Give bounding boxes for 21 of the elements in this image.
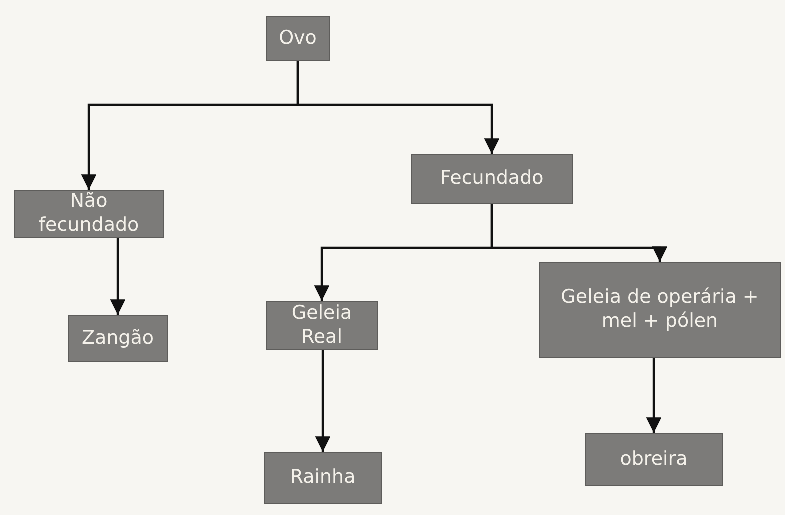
arrow <box>296 61 500 154</box>
process-box <box>411 154 573 204</box>
box-label: Geleia de operária + mel + pólen <box>560 286 760 334</box>
process-box <box>539 262 781 358</box>
box-label: Não fecundado <box>38 190 140 238</box>
arrow <box>315 350 331 452</box>
arrow <box>646 358 662 433</box>
arrow <box>490 204 668 262</box>
process-box <box>266 16 330 61</box>
process-box <box>264 452 382 504</box>
box-label: Geleia Real <box>290 302 354 350</box>
box-label: obreira <box>620 448 688 472</box>
process-box <box>266 301 378 350</box>
process-box <box>585 433 723 486</box>
process-box <box>68 315 168 362</box>
box-label: Rainha <box>290 466 356 490</box>
arrow <box>110 238 126 315</box>
box-label: Zangão <box>82 326 154 350</box>
box-label: Fecundado <box>440 167 544 191</box>
process-box <box>14 190 164 238</box>
box-label: Ovo <box>279 26 317 50</box>
